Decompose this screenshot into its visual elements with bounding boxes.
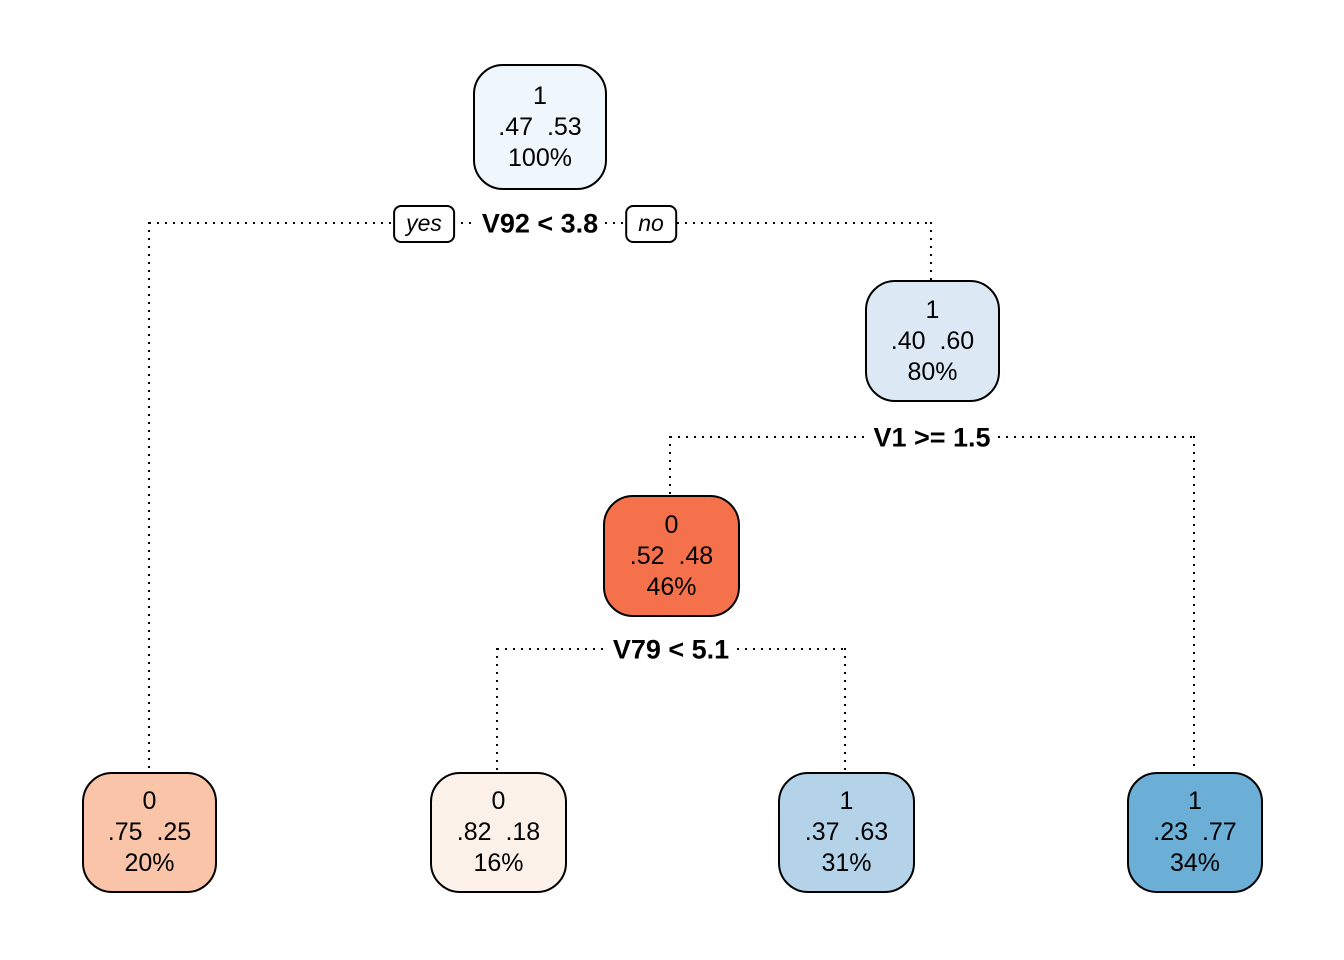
node-percent: 20% (124, 849, 175, 877)
tree-leaf-1: 0 .75 .25 20% (82, 772, 217, 893)
node-class-label: 0 (664, 510, 679, 539)
split-label-v92: V92 < 3.8 (474, 206, 606, 242)
split-label-v1: V1 >= 1.5 (866, 420, 998, 456)
node-percent: 80% (907, 357, 958, 386)
tree-leaf-2: 0 .82 .18 16% (430, 772, 567, 893)
node-class-label: 0 (142, 787, 157, 815)
node-class-label: 1 (925, 295, 940, 324)
tree-leaf-3: 1 .37 .63 31% (778, 772, 915, 893)
node-percent: 16% (473, 849, 524, 877)
node-probabilities: .40 .60 (890, 326, 975, 355)
node-probabilities: .82 .18 (456, 818, 541, 846)
node-percent: 34% (1169, 849, 1221, 877)
no-label: no (625, 205, 677, 243)
node-probabilities: .47 .53 (498, 112, 582, 141)
node-probabilities: .52 .48 (629, 541, 714, 570)
tree-node-80pct: 1 .40 .60 80% (865, 280, 1000, 402)
node-percent: 46% (646, 572, 697, 601)
edge-split2-right-branch (1193, 436, 1195, 772)
node-class-label: 0 (491, 787, 506, 815)
split-label-v79: V79 < 5.1 (605, 632, 737, 668)
edge-split3-right-branch (844, 648, 846, 772)
node-probabilities: .37 .63 (804, 818, 889, 846)
node-probabilities: .75 .25 (107, 818, 192, 846)
node-percent: 31% (821, 849, 872, 877)
node-class-label: 1 (1188, 787, 1202, 815)
yes-label: yes (393, 205, 455, 243)
edge-split3-left-branch (496, 648, 498, 772)
edge-split1-left-branch (148, 222, 150, 772)
edge-split1-right-branch (930, 222, 932, 280)
edge-split2-left-branch (669, 436, 671, 495)
node-class-label: 1 (839, 787, 854, 815)
node-probabilities: .23 .77 (1153, 818, 1237, 846)
tree-node-root: 1 .47 .53 100% (473, 64, 607, 190)
node-class-label: 1 (533, 81, 547, 110)
tree-node-46pct: 0 .52 .48 46% (603, 495, 740, 617)
node-percent: 100% (508, 143, 572, 172)
tree-leaf-4: 1 .23 .77 34% (1127, 772, 1263, 893)
